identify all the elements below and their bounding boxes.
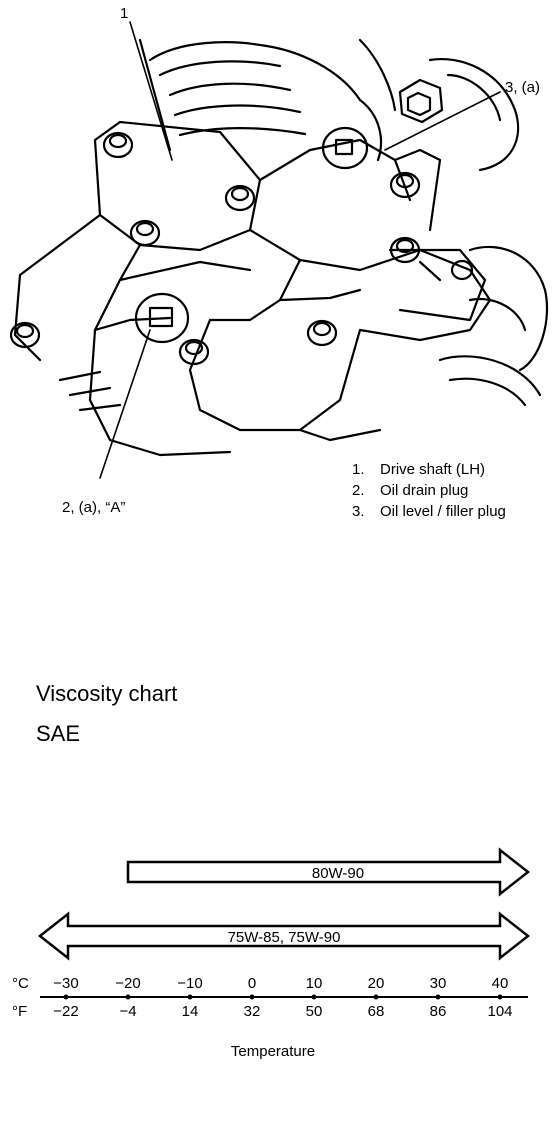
axis-tick [63, 994, 69, 1000]
legend-number: 3. [352, 503, 365, 520]
fahrenheit-tick-label: −22 [53, 1003, 78, 1020]
oil-drain-plug [134, 292, 190, 344]
viscosity-chart: 80W-90 75W-85, 75W-90 −30 −22 −20 −4 −10 14 0 32… [12, 847, 531, 1020]
x-axis-label: Temperature [230, 1043, 316, 1060]
axis-tick [249, 994, 255, 1000]
callout-2: 2, (a), “A” [62, 499, 126, 516]
series-label: 80W-90 [312, 865, 364, 882]
right-shaft-assembly [398, 58, 549, 407]
range-arrow [37, 911, 531, 961]
chart-subtitle: SAE [36, 721, 81, 746]
celsius-tick-label: −20 [115, 975, 140, 992]
axis-tick [311, 994, 317, 1000]
callout-1: 1 [120, 5, 129, 22]
legend-text: Oil drain plug [380, 482, 469, 499]
fahrenheit-tick-label: −4 [119, 1003, 136, 1020]
fahrenheit-tick-label: 14 [182, 1003, 199, 1020]
drive-shaft-boot [138, 38, 397, 162]
fahrenheit-unit: °F [12, 1003, 27, 1020]
celsius-unit: °C [12, 975, 29, 992]
fahrenheit-tick-label: 50 [306, 1003, 323, 1020]
leader-lines [99, 21, 501, 479]
celsius-tick-label: 30 [430, 975, 447, 992]
celsius-tick-label: 40 [492, 975, 509, 992]
parts-legend: 1. Drive shaft (LH) 2. Oil drain plug 3. Oi… [352, 459, 506, 522]
legend-item: 3. Oil level / filler plug [352, 501, 506, 522]
celsius-tick-label: 0 [248, 975, 256, 992]
callout-3: 3, (a) [505, 79, 541, 96]
legend-number: 1. [352, 461, 365, 478]
bracket [388, 248, 487, 322]
axis-tick [373, 994, 379, 1000]
axis-tick [125, 994, 131, 1000]
legend-number: 2. [352, 482, 365, 499]
axis-tick [187, 994, 193, 1000]
range-arrow [126, 847, 531, 897]
fahrenheit-tick-label: 68 [368, 1003, 385, 1020]
fahrenheit-tick-label: 104 [487, 1003, 512, 1020]
fahrenheit-tick-label: 32 [244, 1003, 261, 1020]
series-label: 75W-85, 75W-90 [228, 929, 341, 946]
legend-item: 1. Drive shaft (LH) [352, 459, 506, 480]
celsius-tick-label: −10 [177, 975, 202, 992]
transmission-housing [13, 120, 492, 457]
oil-level-filler-plug [321, 126, 369, 170]
transmission-illustration [9, 21, 549, 479]
celsius-tick-label: 10 [306, 975, 323, 992]
fahrenheit-tick-label: 86 [430, 1003, 447, 1020]
axis-tick [497, 994, 503, 1000]
legend-text: Oil level / filler plug [380, 503, 506, 520]
axis-tick [435, 994, 441, 1000]
legend-text: Drive shaft (LH) [380, 461, 486, 478]
celsius-tick-label: 20 [368, 975, 385, 992]
legend-item: 2. Oil drain plug [352, 480, 506, 501]
bolts [9, 131, 474, 366]
celsius-tick-label: −30 [53, 975, 78, 992]
chart-title: Viscosity chart [36, 681, 178, 706]
